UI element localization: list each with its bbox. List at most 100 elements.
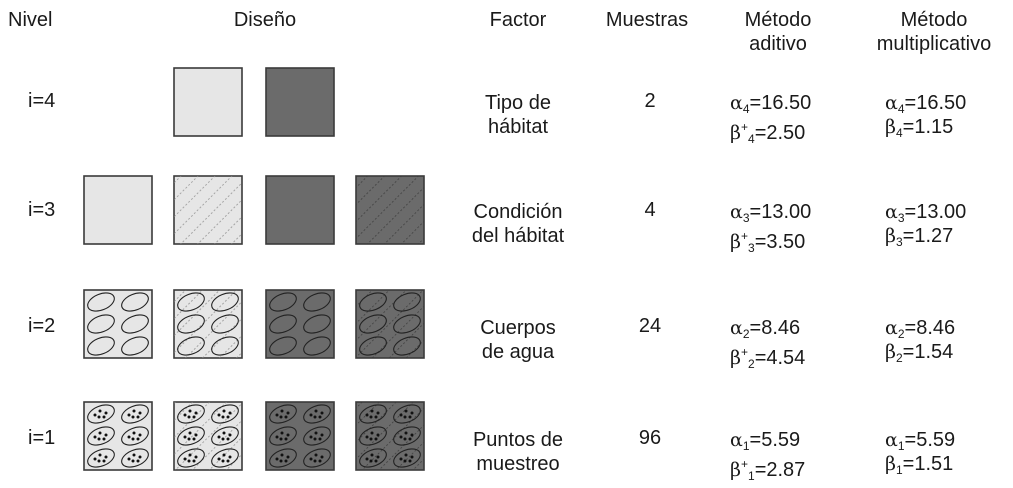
factor-label: Tipo de hábitat	[453, 91, 583, 139]
beta-subscript: 1	[748, 469, 755, 483]
sampling-point	[309, 413, 313, 417]
sampling-point	[275, 435, 279, 439]
beta-symbol: β	[730, 231, 741, 253]
water-body-ellipse	[269, 292, 297, 312]
beta-value: =3.50	[754, 231, 806, 253]
water-body-ellipse	[269, 426, 297, 446]
sampling-point	[370, 453, 374, 457]
beta-symbol: β	[730, 122, 741, 144]
design-square	[83, 289, 153, 359]
water-body-ellipse	[87, 448, 115, 468]
beta-additive: β+2=4.54	[730, 340, 805, 376]
sampling-point	[309, 457, 313, 461]
design-square	[83, 401, 153, 471]
factor-line2: de agua	[481, 341, 555, 363]
sampling-point	[136, 415, 140, 419]
design-square	[173, 67, 243, 137]
alpha-subscript: 4	[742, 102, 750, 116]
water-body-ellipse	[393, 404, 421, 424]
sampling-point	[286, 411, 290, 415]
sampling-point	[370, 409, 374, 413]
sampling-point	[369, 415, 373, 419]
sampling-point	[365, 435, 369, 439]
samples-count: 2	[644, 90, 656, 112]
sampling-point	[104, 455, 108, 459]
water-body-ellipse	[121, 336, 149, 356]
sampling-point	[286, 433, 290, 437]
sampling-point	[376, 411, 380, 415]
sampling-point	[365, 413, 369, 417]
sampling-point	[221, 437, 225, 441]
water-body-ellipse	[393, 336, 421, 356]
sampling-point	[183, 435, 187, 439]
water-body-ellipse	[211, 426, 239, 446]
alpha-subscript: 3	[897, 211, 905, 225]
water-body-ellipse	[303, 448, 331, 468]
factor-line2: muestreo	[476, 453, 560, 475]
water-body-ellipse	[359, 292, 387, 312]
sampling-point	[314, 409, 318, 413]
samples-count: 4	[644, 199, 656, 221]
beta-value: =1.15	[902, 116, 954, 138]
sampling-point	[404, 453, 408, 457]
water-body-ellipse	[393, 448, 421, 468]
water-body-ellipse	[303, 426, 331, 446]
sampling-point	[98, 453, 102, 457]
sampling-point	[136, 437, 140, 441]
alpha-value: =13.00	[904, 201, 967, 223]
water-body-ellipse	[211, 336, 239, 356]
water-body-ellipse	[211, 404, 239, 424]
water-body-ellipse	[359, 426, 387, 446]
beta-subscript: 2	[748, 357, 755, 371]
sampling-point	[194, 433, 198, 437]
alpha-subscript: 3	[742, 211, 750, 225]
water-body-ellipse	[269, 336, 297, 356]
square-hatch	[356, 290, 424, 358]
sampling-point	[127, 413, 131, 417]
beta-multiplicative: β4=1.15	[885, 115, 953, 145]
factor-label: Condición del hábitat	[453, 200, 583, 248]
water-body-ellipse	[121, 314, 149, 334]
sampling-point	[403, 437, 407, 441]
water-body-ellipse	[87, 426, 115, 446]
sampling-point	[222, 409, 226, 413]
water-body-ellipse	[177, 292, 205, 312]
beta-value: =2.50	[754, 122, 806, 144]
alpha-symbol: α	[730, 429, 743, 451]
factor-line1: Puntos de	[472, 429, 564, 451]
alpha-multiplicative: α1=5.59	[885, 428, 955, 458]
sampling-point	[136, 459, 140, 463]
water-body-ellipse	[303, 404, 331, 424]
alpha-multiplicative: α3=13.00	[885, 200, 966, 230]
sampling-point	[132, 409, 136, 413]
sampling-point	[217, 413, 221, 417]
level-label: i=1	[28, 427, 56, 449]
square-hatch	[174, 176, 242, 244]
beta-multiplicative: β2=1.54	[885, 340, 953, 370]
sampling-point	[187, 415, 191, 419]
factor-line1: Cuerpos	[480, 317, 556, 339]
square-fill	[265, 175, 335, 245]
sampling-point	[284, 459, 288, 463]
samples-count: 96	[638, 427, 662, 449]
water-body-ellipse	[359, 336, 387, 356]
beta-superscript: +	[740, 120, 748, 134]
sampling-point	[314, 453, 318, 457]
header-factor: Factor	[489, 9, 547, 31]
beta-additive: β+3=3.50	[730, 224, 805, 260]
water-body-ellipse	[87, 336, 115, 356]
sampling-point	[194, 455, 198, 459]
sampling-point	[188, 431, 192, 435]
beta-value: =1.51	[902, 453, 954, 475]
sampling-point	[280, 409, 284, 413]
water-body-ellipse	[269, 404, 297, 424]
alpha-symbol: α	[885, 92, 898, 114]
sampling-point	[410, 411, 414, 415]
beta-symbol: β	[885, 225, 896, 247]
sampling-point	[275, 457, 279, 461]
sampling-point	[192, 437, 196, 441]
alpha-symbol: α	[730, 201, 743, 223]
water-body-ellipse	[177, 404, 205, 424]
sampling-point	[313, 437, 317, 441]
square-hatch	[174, 290, 242, 358]
